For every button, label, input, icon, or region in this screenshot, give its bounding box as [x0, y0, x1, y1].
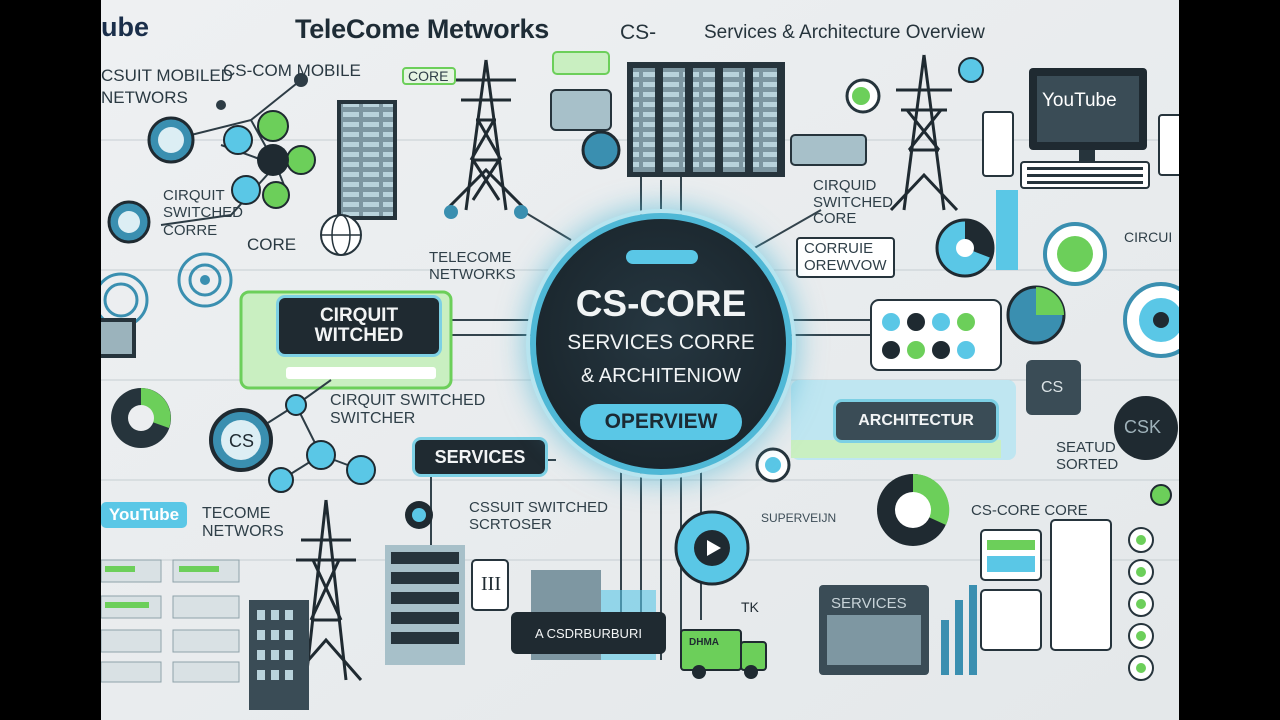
label-core: CORE — [247, 235, 297, 254]
hub-overview-badge: OPERVIEW — [580, 404, 742, 440]
label-cscom-mobile: CS-COM MOBILE — [223, 61, 361, 80]
hub-line-3: & ARCHITENIOW — [580, 365, 741, 387]
label-seatud-sorted: SEATUD SORTED — [1056, 439, 1119, 473]
label-corruie-orewvow: CORRUIE OREWVOW — [796, 237, 895, 278]
label-networs: NETWORS — [101, 88, 188, 107]
cs-core-hub: CS-CORE SERVICES CORRE & ARCHITENIOW OPE… — [530, 213, 792, 475]
label-cirquit-switched-corre: CIRQUIT SWITCHED CORRE — [163, 187, 243, 239]
label-csuit-mobiled: CSUIT MOBIlED — [101, 66, 233, 85]
page-title: TeleCome Metworks — [295, 14, 549, 44]
subtitle: Services & Architecture Overview — [704, 22, 985, 43]
telecom-infographic-art — [101, 0, 1179, 720]
pill-architectur: ARCHITECTUR — [836, 402, 996, 440]
label-ill: III — [481, 573, 501, 595]
label-csuit-switched: CSSUIT SWITCHED SCRTOSER — [469, 499, 608, 533]
hub-line-2: SERVICES CORRE — [567, 331, 755, 354]
label-cs-core-core: CS-CORE CORE — [971, 502, 1088, 519]
video-frame: ube TeleCome Metworks CS- Services & Arc… — [101, 0, 1179, 720]
label-cs-right: CS — [1041, 379, 1064, 396]
badge-youtube-left: YouTube — [101, 502, 187, 528]
label-services-board: SERVICES — [831, 595, 907, 612]
label-supervein: SUPERVEIJN — [761, 511, 837, 525]
subtitle-prefix: CS- — [620, 21, 657, 44]
label-tk: TK — [741, 599, 759, 615]
label-cirquit-switcher: CIRQUIT SWITCHED SWITCHER — [330, 392, 486, 427]
label-circui: CIRCUI — [1124, 229, 1173, 245]
label-truck: DHMA — [689, 637, 719, 648]
hub-title: CS-CORE — [575, 283, 747, 324]
label-tecome-networs: TECOME NETWORS — [202, 505, 284, 540]
pill-services: SERVICES — [415, 440, 545, 474]
monitor-youtube-label: YouTube — [1042, 90, 1117, 111]
pill-bottom: A CSDRBURBURI — [511, 612, 666, 654]
label-csk: CSK — [1124, 417, 1162, 437]
youtube-corner-text: ube — [101, 12, 150, 42]
hub-badge — [626, 250, 698, 264]
label-cirquid-switched-core: CIRQUID SWITCHED CORE — [813, 177, 893, 227]
label-telecome-networks: TELECOME NETWORKS — [429, 249, 516, 283]
pill-cirquit-witched: CIRQUIT WITCHED — [279, 298, 439, 354]
label-core-box: CORE — [408, 68, 449, 84]
label-cs-circle: CS — [229, 431, 255, 451]
